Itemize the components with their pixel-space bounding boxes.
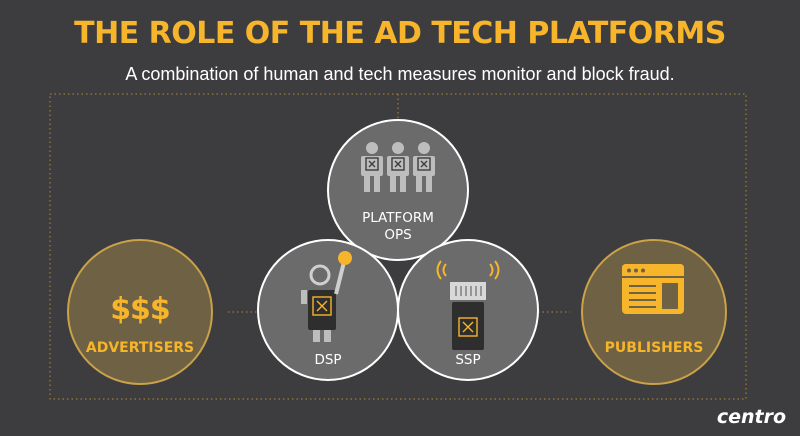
platform-ops-label: PLATFORM OPS [338, 210, 458, 244]
advertisers-circle [67, 239, 213, 385]
platform-ops-label-line2: OPS [384, 227, 412, 243]
publishers-label: PUBLISHERS [604, 340, 704, 356]
dollar-symbols: $$$ [110, 292, 171, 327]
platform-ops-label-line1: PLATFORM [362, 210, 434, 226]
browser-window-icon [622, 264, 684, 314]
platform-ops-circle [327, 119, 469, 261]
people-icon [361, 142, 435, 192]
page-title: THE ROLE OF THE AD TECH PLATFORMS [74, 16, 726, 51]
robot-icon [301, 251, 352, 342]
dsp-label: DSP [314, 352, 342, 368]
dotted-frame [49, 93, 747, 400]
page-subtitle: A combination of human and tech measures… [125, 64, 675, 84]
ssp-label: SSP [455, 352, 481, 368]
centro-logo: centro [716, 406, 786, 428]
advertisers-label: ADVERTISERS [85, 340, 195, 356]
server-icon [436, 260, 500, 350]
